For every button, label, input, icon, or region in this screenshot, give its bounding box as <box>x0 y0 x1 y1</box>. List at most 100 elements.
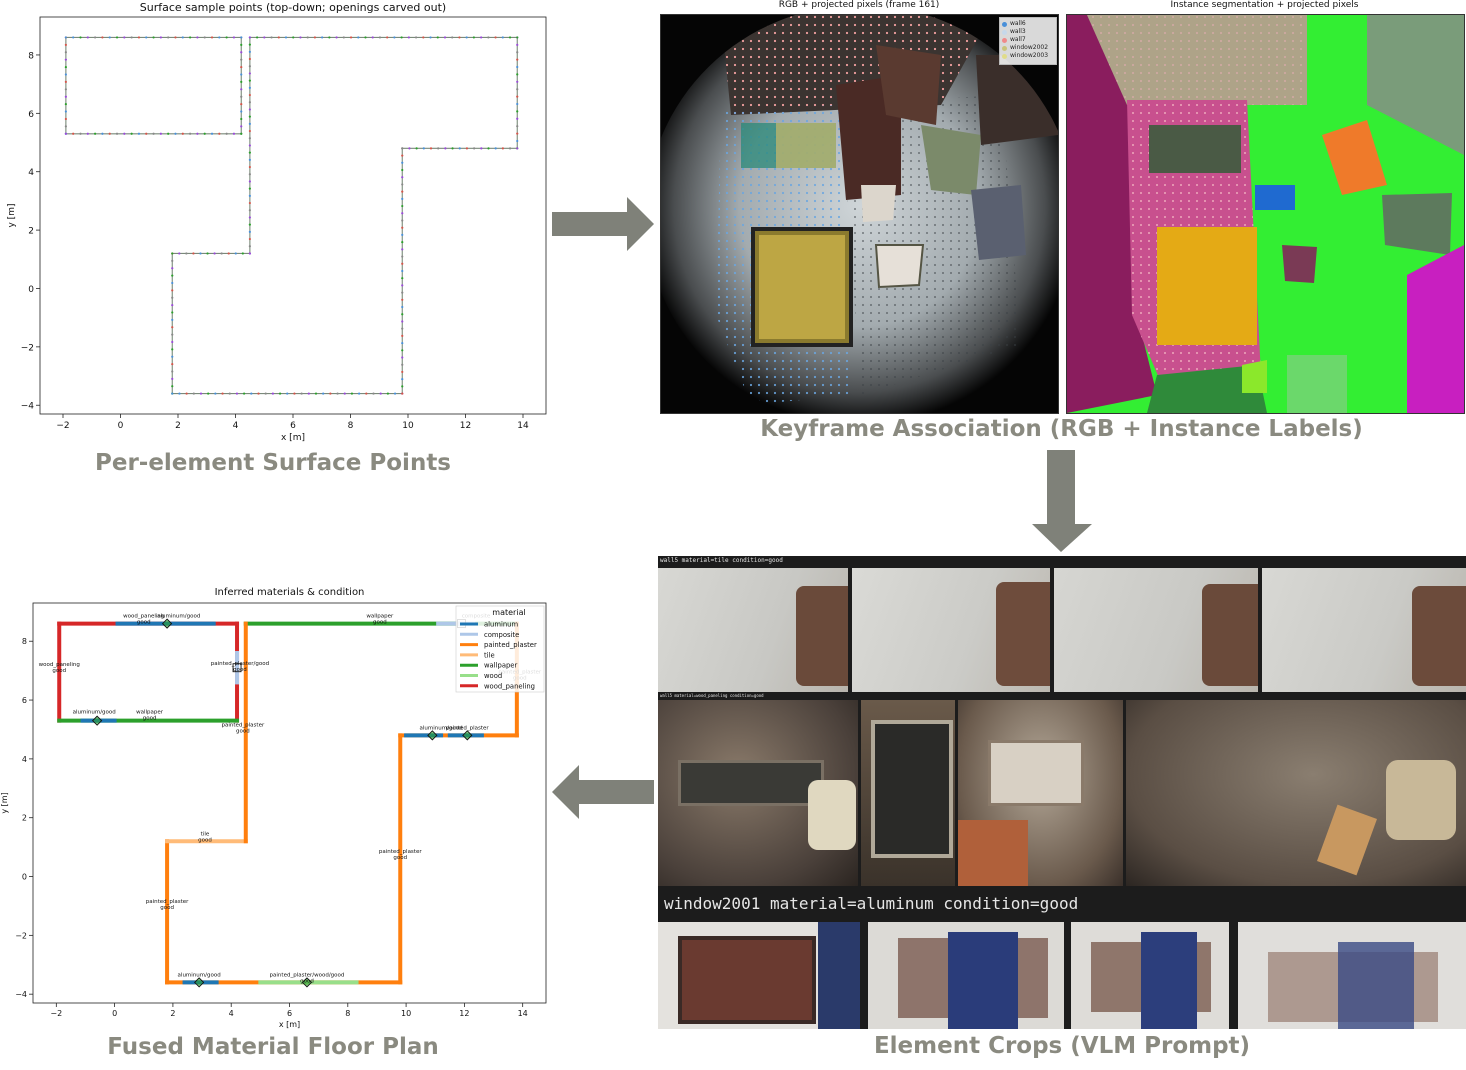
y-axis-label: y [m] <box>7 204 17 228</box>
sample-point <box>130 132 133 135</box>
y-tick-label: 2 <box>22 814 27 823</box>
sample-point <box>349 36 353 39</box>
element-crops-panel: wall5 material=tile condition=good wall5… <box>658 556 1466 1029</box>
sample-point <box>248 129 251 133</box>
sample-point <box>130 36 133 39</box>
sample-point <box>248 201 251 205</box>
sample-point <box>350 392 354 395</box>
x-tick-label: 2 <box>170 1009 175 1018</box>
sample-point <box>401 248 404 251</box>
sample-point <box>401 241 404 244</box>
seg-frame-image <box>1066 14 1465 414</box>
sample-point <box>386 36 389 39</box>
rgb-legend-label: wall3 <box>1010 28 1026 35</box>
sample-point <box>386 392 389 395</box>
sample-point <box>516 117 519 120</box>
sample-point <box>379 392 382 395</box>
sample-point <box>271 392 274 395</box>
crop-row2-header: wall5 material=wood_paneling condition=g… <box>660 693 764 698</box>
sample-point <box>181 36 184 39</box>
sample-point <box>171 259 174 262</box>
sample-point <box>240 132 243 135</box>
y-axis-label: y [m] <box>0 792 9 813</box>
sample-point <box>240 51 243 54</box>
sample-points <box>64 36 243 135</box>
sample-point <box>248 108 251 111</box>
sample-point <box>365 392 368 395</box>
sample-point <box>72 132 75 135</box>
sample-point <box>314 392 318 395</box>
y-tick-label: −2 <box>21 343 34 353</box>
sample-point <box>422 147 425 150</box>
annotation-label: painted_plaster/wood/good <box>270 973 345 979</box>
sample-point <box>199 392 203 395</box>
sample-point <box>171 340 174 344</box>
sample-point <box>516 51 519 54</box>
annotation-label: painted_plaster <box>379 849 422 855</box>
sample-point <box>277 36 280 39</box>
sample-point <box>225 132 228 135</box>
sample-point <box>401 363 404 366</box>
sample-point <box>270 36 273 39</box>
sample-point <box>501 147 504 150</box>
sample-point <box>171 311 174 314</box>
sample-point <box>248 50 251 53</box>
y-tick-label: −2 <box>15 931 27 940</box>
sample-point <box>248 187 251 190</box>
sample-point <box>436 36 439 39</box>
sample-point <box>64 88 67 91</box>
sample-point <box>414 36 418 39</box>
sample-point <box>220 252 223 255</box>
sample-point <box>171 333 174 336</box>
x-tick-label: −2 <box>56 421 69 431</box>
sample-point <box>335 36 338 39</box>
element-marker <box>462 730 473 741</box>
crop-row3-header: window2001 material=aluminum condition=g… <box>664 894 1079 913</box>
rgb-fisheye-scene <box>661 15 1058 413</box>
sample-point <box>248 230 251 233</box>
sample-point <box>393 392 397 395</box>
floor-plan-title: Inferred materials & condition <box>214 587 365 598</box>
y-tick-label: 8 <box>28 51 34 61</box>
sample-point <box>196 36 199 39</box>
sample-point <box>218 132 221 135</box>
sample-point <box>228 392 231 395</box>
sample-point <box>465 147 469 150</box>
sample-point <box>213 252 216 255</box>
sample-point <box>248 115 251 118</box>
sample-point <box>313 36 317 39</box>
crop-row1-header: wall5 material=tile condition=good <box>660 557 783 564</box>
x-tick-label: 14 <box>518 1009 528 1018</box>
annotation-label: painted_plaster <box>222 723 265 729</box>
sample-point <box>248 245 251 248</box>
sample-point <box>171 252 174 255</box>
sample-point <box>240 103 243 106</box>
sample-point <box>401 378 404 381</box>
sample-point <box>240 73 243 76</box>
sample-point <box>248 122 251 125</box>
legend-label: painted_plaster <box>484 641 537 649</box>
sample-point <box>240 65 243 69</box>
sample-point <box>248 223 251 226</box>
annotation-label: wood_paneling <box>123 614 164 620</box>
legend-label: wood_paneling <box>484 682 535 690</box>
x-tick-label: 12 <box>459 1009 469 1018</box>
sample-point <box>401 327 404 330</box>
sample-point <box>248 165 251 169</box>
x-tick-label: 2 <box>175 421 181 431</box>
sample-point <box>248 72 251 75</box>
sample-point <box>248 216 251 219</box>
sample-point <box>364 36 367 39</box>
sample-point <box>248 65 251 68</box>
sample-point <box>516 73 519 76</box>
sample-point <box>393 36 396 39</box>
x-tick-label: 0 <box>112 1009 117 1018</box>
sample-point <box>64 43 67 46</box>
sample-point <box>171 289 174 292</box>
sample-point <box>458 147 461 150</box>
sample-point <box>196 132 199 135</box>
sample-point <box>401 255 404 258</box>
sample-point <box>192 252 195 255</box>
x-axis-label: x [m] <box>281 433 305 443</box>
sample-point <box>278 392 282 395</box>
